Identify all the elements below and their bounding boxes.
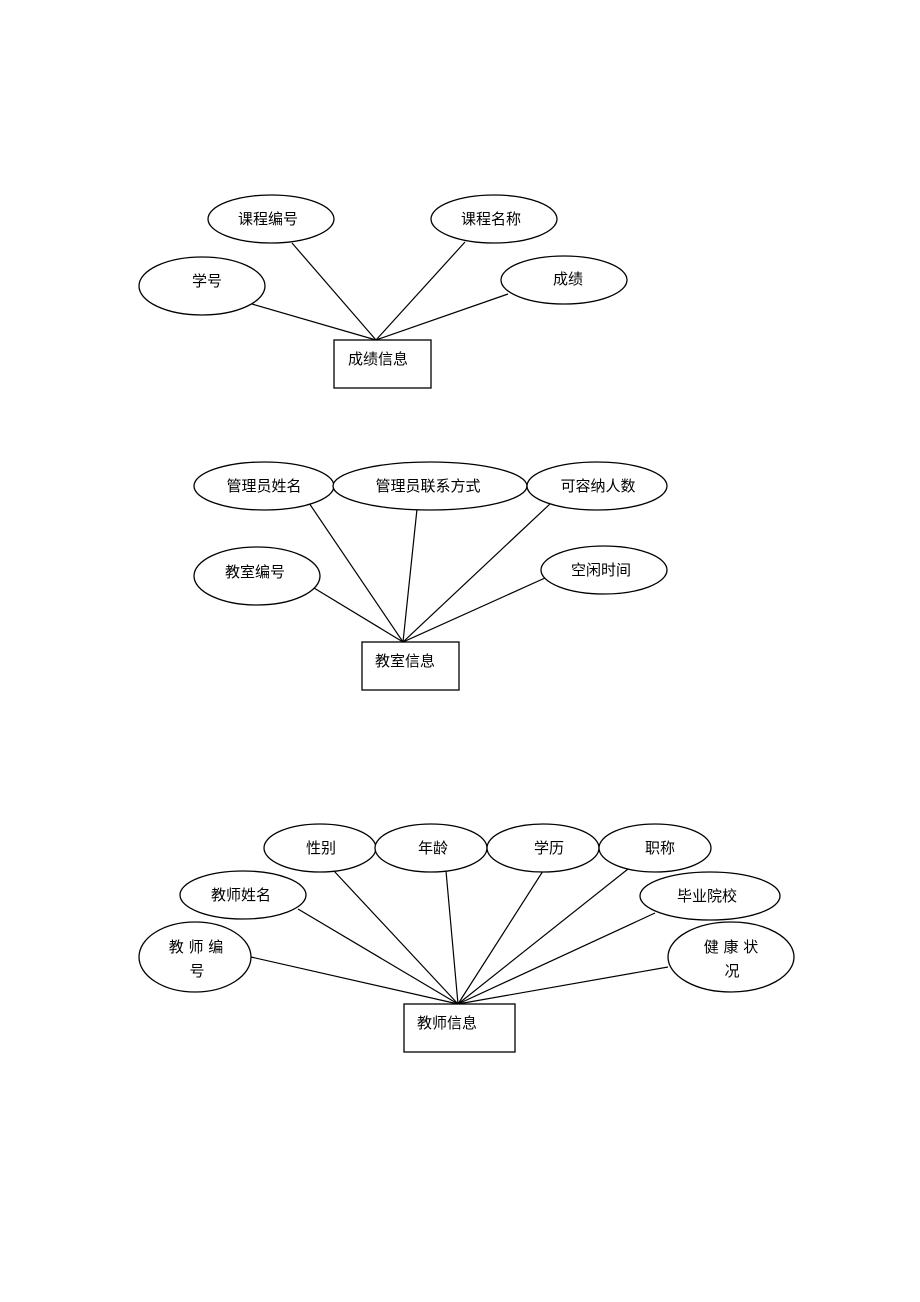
connector-line bbox=[402, 508, 418, 643]
connector-line bbox=[457, 966, 669, 1005]
connector-line bbox=[457, 868, 629, 1005]
connector-line bbox=[291, 242, 377, 341]
entity-label: 教室信息 bbox=[375, 652, 435, 670]
attribute-course-id: 课程编号 bbox=[207, 194, 335, 244]
attribute-label: 课程编号 bbox=[238, 210, 298, 228]
connector-line bbox=[375, 241, 466, 341]
entity-label: 教师信息 bbox=[417, 1014, 477, 1032]
attribute-graduate-school: 毕业院校 bbox=[639, 871, 781, 921]
attribute-free-time: 空闲时间 bbox=[540, 545, 668, 595]
attribute-label: 可容纳人数 bbox=[560, 477, 635, 495]
attribute-label: 号 bbox=[189, 962, 204, 980]
attribute-label: 成绩 bbox=[553, 270, 583, 288]
entity-teacher-info: 教师信息 bbox=[403, 1003, 516, 1053]
attribute-teacher-id: 教 师 编 号 bbox=[138, 921, 252, 993]
attribute-label: 职称 bbox=[645, 839, 675, 857]
connector-line bbox=[313, 587, 404, 643]
attribute-label: 教室编号 bbox=[225, 563, 285, 581]
attribute-teacher-name: 教师姓名 bbox=[179, 870, 307, 920]
attribute-admin-contact: 管理员联系方式 bbox=[332, 461, 528, 511]
connector-line bbox=[445, 870, 459, 1005]
attribute-student-id: 学号 bbox=[138, 256, 266, 316]
attribute-course-name: 课程名称 bbox=[430, 194, 558, 244]
attribute-title: 职称 bbox=[598, 823, 712, 873]
attribute-label: 教师姓名 bbox=[211, 886, 271, 904]
entity-classroom-info: 教室信息 bbox=[361, 641, 460, 691]
attribute-label: 空闲时间 bbox=[571, 561, 631, 579]
connector-line bbox=[308, 502, 404, 643]
attribute-label: 学历 bbox=[534, 839, 564, 857]
attribute-gender: 性别 bbox=[263, 823, 377, 873]
er-diagram-classroom-info: 管理员姓名 管理员联系方式 可容纳人数 教室编号 空闲时间 教室信息 bbox=[193, 461, 668, 691]
connector-line bbox=[375, 293, 509, 341]
connector-line bbox=[251, 303, 377, 341]
er-diagram-teacher-info: 性别 年龄 学历 职称 教师姓名 毕业院校 教 师 编 号 健 康 bbox=[138, 823, 795, 1053]
attribute-health-status: 健 康 状 况 bbox=[667, 921, 795, 993]
attribute-label: 况 bbox=[724, 962, 739, 980]
attribute-score: 成绩 bbox=[500, 255, 628, 305]
attribute-label: 管理员联系方式 bbox=[375, 477, 480, 495]
connector-line bbox=[402, 577, 546, 643]
connector-line bbox=[402, 502, 552, 643]
attribute-label: 健 康 状 bbox=[704, 938, 759, 956]
attribute-age: 年龄 bbox=[374, 823, 488, 873]
attribute-admin-name: 管理员姓名 bbox=[193, 461, 335, 511]
attribute-label: 毕业院校 bbox=[677, 887, 737, 905]
entity-grade-info: 成绩信息 bbox=[333, 339, 432, 389]
attribute-label: 年龄 bbox=[418, 839, 448, 857]
attribute-classroom-id: 教室编号 bbox=[193, 546, 321, 606]
er-diagram-grade-info: 课程编号 课程名称 学号 成绩 成绩信息 bbox=[138, 194, 628, 389]
attribute-label: 学号 bbox=[192, 272, 222, 290]
connector-line bbox=[457, 870, 544, 1005]
connector-line bbox=[297, 908, 459, 1005]
attribute-label: 管理员姓名 bbox=[226, 477, 301, 495]
connector-line bbox=[333, 870, 459, 1005]
attribute-education: 学历 bbox=[486, 823, 600, 873]
connector-line bbox=[250, 956, 459, 1005]
attribute-label: 教 师 编 bbox=[169, 938, 224, 956]
attribute-capacity: 可容纳人数 bbox=[526, 461, 668, 511]
entity-label: 成绩信息 bbox=[348, 350, 408, 368]
connector-line bbox=[457, 912, 656, 1005]
attribute-label: 性别 bbox=[306, 839, 336, 857]
attribute-label: 课程名称 bbox=[461, 210, 521, 228]
